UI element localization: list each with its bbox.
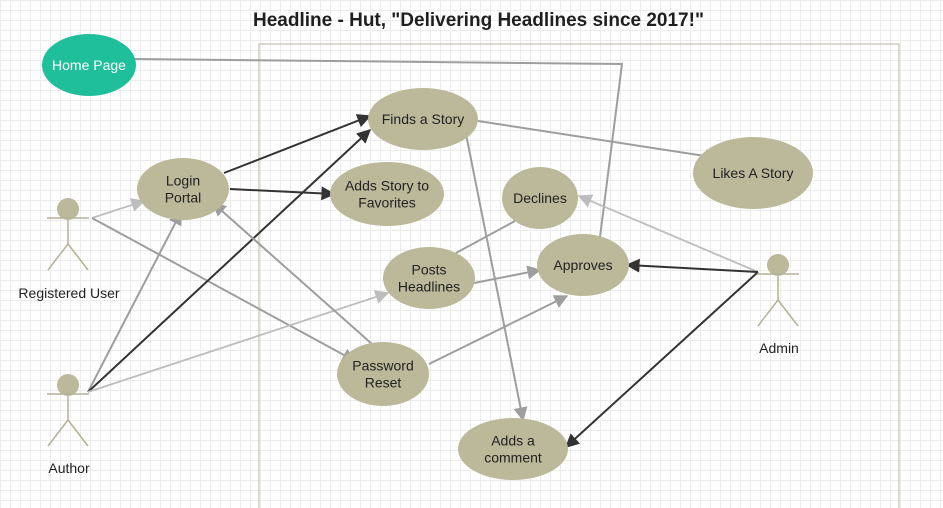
actor-leg-left (757, 299, 779, 327)
actor-label: Registered User (18, 285, 119, 301)
use-case-declines[interactable]: Declines (502, 167, 578, 229)
use-case-finds-story[interactable]: Finds a Story (368, 88, 478, 150)
edge-author-to-login (87, 210, 182, 393)
use-case-label: comment (484, 450, 542, 466)
actor-leg-left (47, 243, 69, 271)
use-case-label: Reset (365, 375, 402, 391)
edge-password-reset-to-approves (428, 295, 569, 365)
edge-posts-headlines-to-approves (473, 265, 542, 284)
edge-reguser-to-password-reset (91, 217, 357, 362)
actor-leg-right (777, 299, 799, 327)
use-case-label: Approves (553, 257, 612, 273)
use-case-label: Adds Story to (345, 178, 429, 194)
use-case-label: Favorites (358, 195, 416, 211)
use-case-label: Login (166, 173, 200, 189)
edge-password-reset-to-login (211, 202, 373, 345)
actor-author[interactable]: Author (47, 374, 90, 476)
edge-login-to-finds-story (223, 114, 372, 174)
home-page-shape (42, 34, 136, 96)
use-case-approves[interactable]: Approves (537, 234, 629, 296)
use-case-shape (330, 162, 444, 226)
use-case-shape (368, 88, 478, 150)
diagram-title: Headline - Hut, "Delivering Headlines si… (253, 10, 704, 31)
actor-head-icon (57, 374, 79, 396)
edge-finds-story-to-likes (477, 120, 720, 163)
edge-posts-headlines-to-declines (455, 220, 516, 254)
use-case-shape (693, 137, 813, 209)
edge-home-page-to-approves (133, 58, 624, 238)
actor-leg-right (67, 243, 89, 271)
use-case-shape (383, 247, 475, 309)
actor-leg-right (67, 419, 89, 447)
use-case-shape (137, 158, 229, 220)
use-case-label: Password (352, 358, 413, 374)
actor-registered-user[interactable]: Registered User (18, 198, 120, 301)
use-case-label: Posts (411, 262, 446, 278)
use-case-likes-story[interactable]: Likes A Story (693, 137, 813, 209)
home-page-label: Home Page (52, 57, 126, 73)
edge-reguser-to-login (91, 198, 146, 219)
actor-label: Admin (759, 340, 799, 356)
use-case-label: Headlines (398, 279, 460, 295)
edge-admin-to-adds-comment (564, 271, 759, 448)
use-case-shape (337, 342, 429, 406)
use-case-label: Likes A Story (713, 165, 794, 181)
actor-head-icon (57, 198, 79, 220)
use-case-shape (458, 418, 568, 480)
use-case-label: Declines (513, 190, 567, 206)
use-case-label: Finds a Story (382, 111, 464, 127)
use-case-shape (537, 234, 629, 296)
use-case-label: Portal (165, 190, 202, 206)
actor-label: Author (48, 460, 90, 476)
edge-author-to-finds-story (87, 129, 372, 393)
use-case-label: Adds a (491, 433, 535, 449)
actor-admin[interactable]: Admin (757, 254, 799, 356)
edge-login-to-adds-favorites (229, 186, 336, 201)
actor-head-icon (767, 254, 789, 276)
system-boundary (258, 43, 900, 508)
edge-finds-story-to-adds-comment (465, 133, 528, 422)
actor-leg-left (47, 419, 69, 447)
use-case-shape (502, 167, 578, 229)
home-page-node[interactable]: Home Page (42, 34, 136, 96)
edge-author-to-posts-headlines (87, 290, 390, 393)
edge-admin-to-approves (625, 258, 759, 273)
edge-admin-to-declines (577, 194, 759, 273)
